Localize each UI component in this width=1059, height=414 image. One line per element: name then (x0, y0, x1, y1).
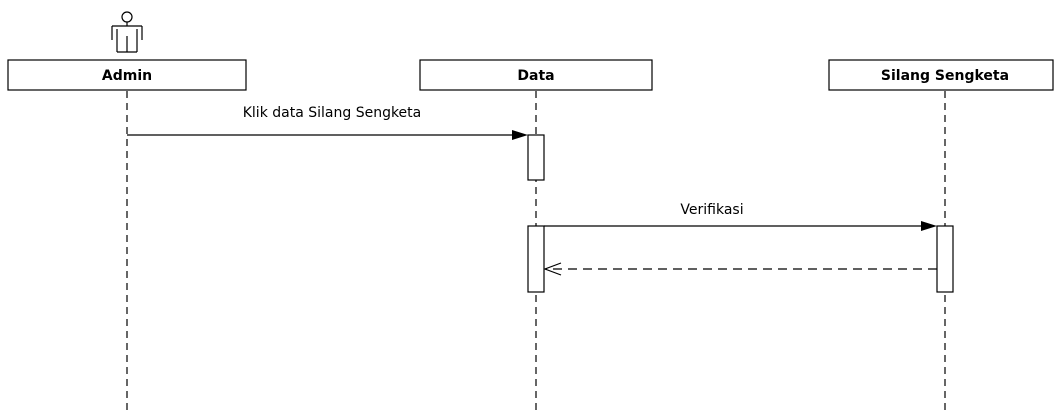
arrowhead-open-icon (543, 262, 562, 276)
activation-bar-data-2 (527, 225, 545, 293)
lifeline-header-silang-sengketa (828, 59, 1054, 91)
lifeline-header-data (419, 59, 653, 91)
activation-bar-data-1 (527, 134, 545, 181)
lifeline-label-admin: Admin (102, 68, 152, 84)
lifeline-label-silang-sengketa: Silang Sengketa (881, 68, 1009, 84)
admin-actor-icon (111, 11, 143, 53)
arrowhead-filled-icon (512, 130, 528, 140)
message-label-verifikasi: Verifikasi (680, 202, 743, 218)
arrowhead-filled-icon (921, 221, 937, 231)
lifeline-label-data: Data (517, 68, 554, 84)
activation-bar-silang-sengketa (936, 225, 954, 293)
lifeline-header-admin (7, 59, 247, 91)
message-label-klik-data: Klik data Silang Sengketa (243, 105, 422, 121)
